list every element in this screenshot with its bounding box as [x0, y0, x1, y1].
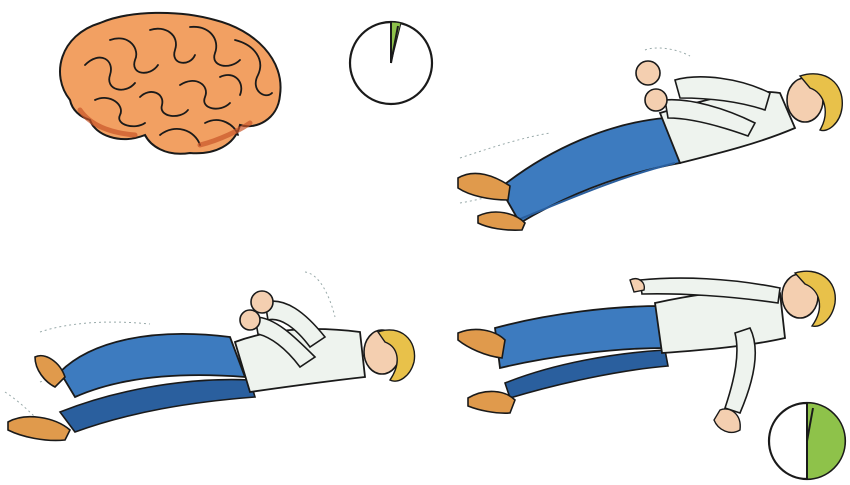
timer-end-icon	[765, 400, 850, 482]
brain-illustration	[40, 5, 295, 165]
timer-start-icon	[345, 18, 440, 108]
person-knees-jerking-figure	[0, 262, 425, 447]
person-arms-bent-figure	[450, 38, 850, 233]
